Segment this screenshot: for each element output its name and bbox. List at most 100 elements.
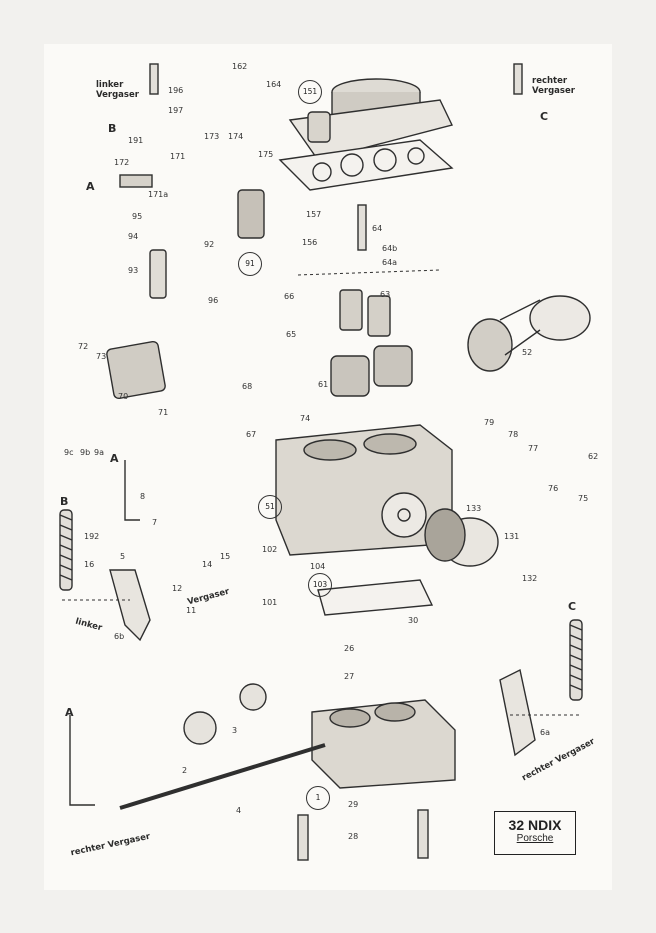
letter-c-mid: C xyxy=(568,600,577,613)
part-label: 4 xyxy=(236,806,242,815)
throttle-shaft-2 xyxy=(119,743,326,810)
part-label: 7 xyxy=(152,518,158,527)
part-label: 28 xyxy=(348,832,359,841)
fuel-inlet-91 xyxy=(237,189,265,239)
part-label: 197 xyxy=(168,106,184,115)
part-label: 9b xyxy=(80,448,91,457)
letter-c-top: C xyxy=(540,110,549,123)
letter-a-top: A xyxy=(86,180,95,193)
part-label: 70 xyxy=(118,392,129,401)
part-label: 3 xyxy=(232,726,238,735)
model-code: 32 NDIX xyxy=(508,817,562,833)
float-52 xyxy=(467,295,591,372)
bolt-196-left xyxy=(149,63,159,95)
gasket-152 xyxy=(278,139,454,191)
part-label: 92 xyxy=(204,240,215,249)
part-label: 65 xyxy=(286,330,297,339)
throttle-body-1 xyxy=(311,699,456,789)
part-label: 30 xyxy=(408,616,419,625)
part-label: 16 xyxy=(84,560,95,569)
letter-a-bottom: A xyxy=(65,706,74,719)
filter-133 xyxy=(424,508,466,562)
part-label: 95 xyxy=(132,212,143,221)
lever-6b xyxy=(109,569,151,642)
rod-8-top xyxy=(124,460,140,521)
letter-a-mid: A xyxy=(110,452,119,465)
part-label: 26 xyxy=(344,644,355,653)
part-label: 131 xyxy=(504,532,520,541)
part-label: 74 xyxy=(300,414,311,423)
screw-28-left xyxy=(297,814,309,861)
part-label: 64 xyxy=(372,224,383,233)
spring-93 xyxy=(149,249,167,299)
part-label: 191 xyxy=(128,136,144,145)
part-label: 75 xyxy=(578,494,589,503)
model-label-box: 32 NDIX Porsche xyxy=(494,811,576,855)
cover-70 xyxy=(106,340,166,400)
screw-28-right xyxy=(417,809,429,859)
part-label: 79 xyxy=(484,418,495,427)
part-label: 64b xyxy=(382,244,398,253)
part-label: 156 xyxy=(302,238,318,247)
part-label: 133 xyxy=(466,504,482,513)
part-label: 61 xyxy=(318,380,329,389)
bolt-196-right xyxy=(513,63,523,95)
part-label: 96 xyxy=(208,296,219,305)
part-label: 102 xyxy=(262,545,278,554)
aux-venturi-63 xyxy=(339,289,363,331)
part-label: 171a xyxy=(148,190,169,199)
circled-label-91: 91 xyxy=(238,252,262,276)
part-label: 173 xyxy=(204,132,220,141)
part-label: 63 xyxy=(380,290,391,299)
part-label: 11 xyxy=(186,606,197,615)
bracket-172 xyxy=(119,174,153,188)
part-label: 101 xyxy=(262,598,278,607)
circled-label-151: 151 xyxy=(298,80,322,104)
choke-tube-61-left xyxy=(330,355,370,397)
part-label: 15 xyxy=(220,552,231,561)
letter-b-top: B xyxy=(108,122,117,135)
part-label: 64a xyxy=(382,258,398,267)
model-make: Porsche xyxy=(516,833,554,844)
part-label: 27 xyxy=(344,672,355,681)
part-label: 164 xyxy=(266,80,282,89)
part-label: 162 xyxy=(232,62,248,71)
part-label: 196 xyxy=(168,86,184,95)
part-label: 77 xyxy=(528,444,539,453)
part-label: 29 xyxy=(348,800,359,809)
part-label: 78 xyxy=(508,430,519,439)
part-label: 93 xyxy=(128,266,139,275)
part-label: 6b xyxy=(114,632,125,641)
part-label: 76 xyxy=(548,484,559,493)
circled-label-103: 103 xyxy=(308,573,332,597)
circled-label-51: 51 xyxy=(258,495,282,519)
caption-right-carburetor: rechter Vergaser xyxy=(532,76,575,96)
part-label: 5 xyxy=(120,552,126,561)
part-label: 94 xyxy=(128,232,139,241)
gasket-30 xyxy=(317,579,434,616)
rod-8-bottom xyxy=(69,715,95,806)
part-label: 104 xyxy=(310,562,326,571)
spring-192-right xyxy=(569,619,583,701)
part-label: 71 xyxy=(158,408,169,417)
carburetor-cover-151 xyxy=(288,78,453,161)
part-label: 66 xyxy=(284,292,295,301)
part-label: 62 xyxy=(588,452,599,461)
part-label: 192 xyxy=(84,532,100,541)
part-label: 171 xyxy=(170,152,186,161)
part-label: 6a xyxy=(540,728,550,737)
carburetor-body-51 xyxy=(275,424,453,556)
part-label: 9a xyxy=(94,448,104,457)
lever-6a xyxy=(499,668,536,757)
part-label: 172 xyxy=(114,158,130,167)
part-label: 174 xyxy=(228,132,244,141)
part-label: 132 xyxy=(522,574,538,583)
circled-label-1: 1 xyxy=(306,786,330,810)
choke-tube-61-right xyxy=(373,345,413,387)
part-label: 9c xyxy=(64,448,74,457)
part-label: 73 xyxy=(96,352,107,361)
throttle-plate-3 xyxy=(183,711,217,745)
part-label: 2 xyxy=(182,766,188,775)
caption-left-carburetor: linker Vergaser xyxy=(96,80,139,100)
